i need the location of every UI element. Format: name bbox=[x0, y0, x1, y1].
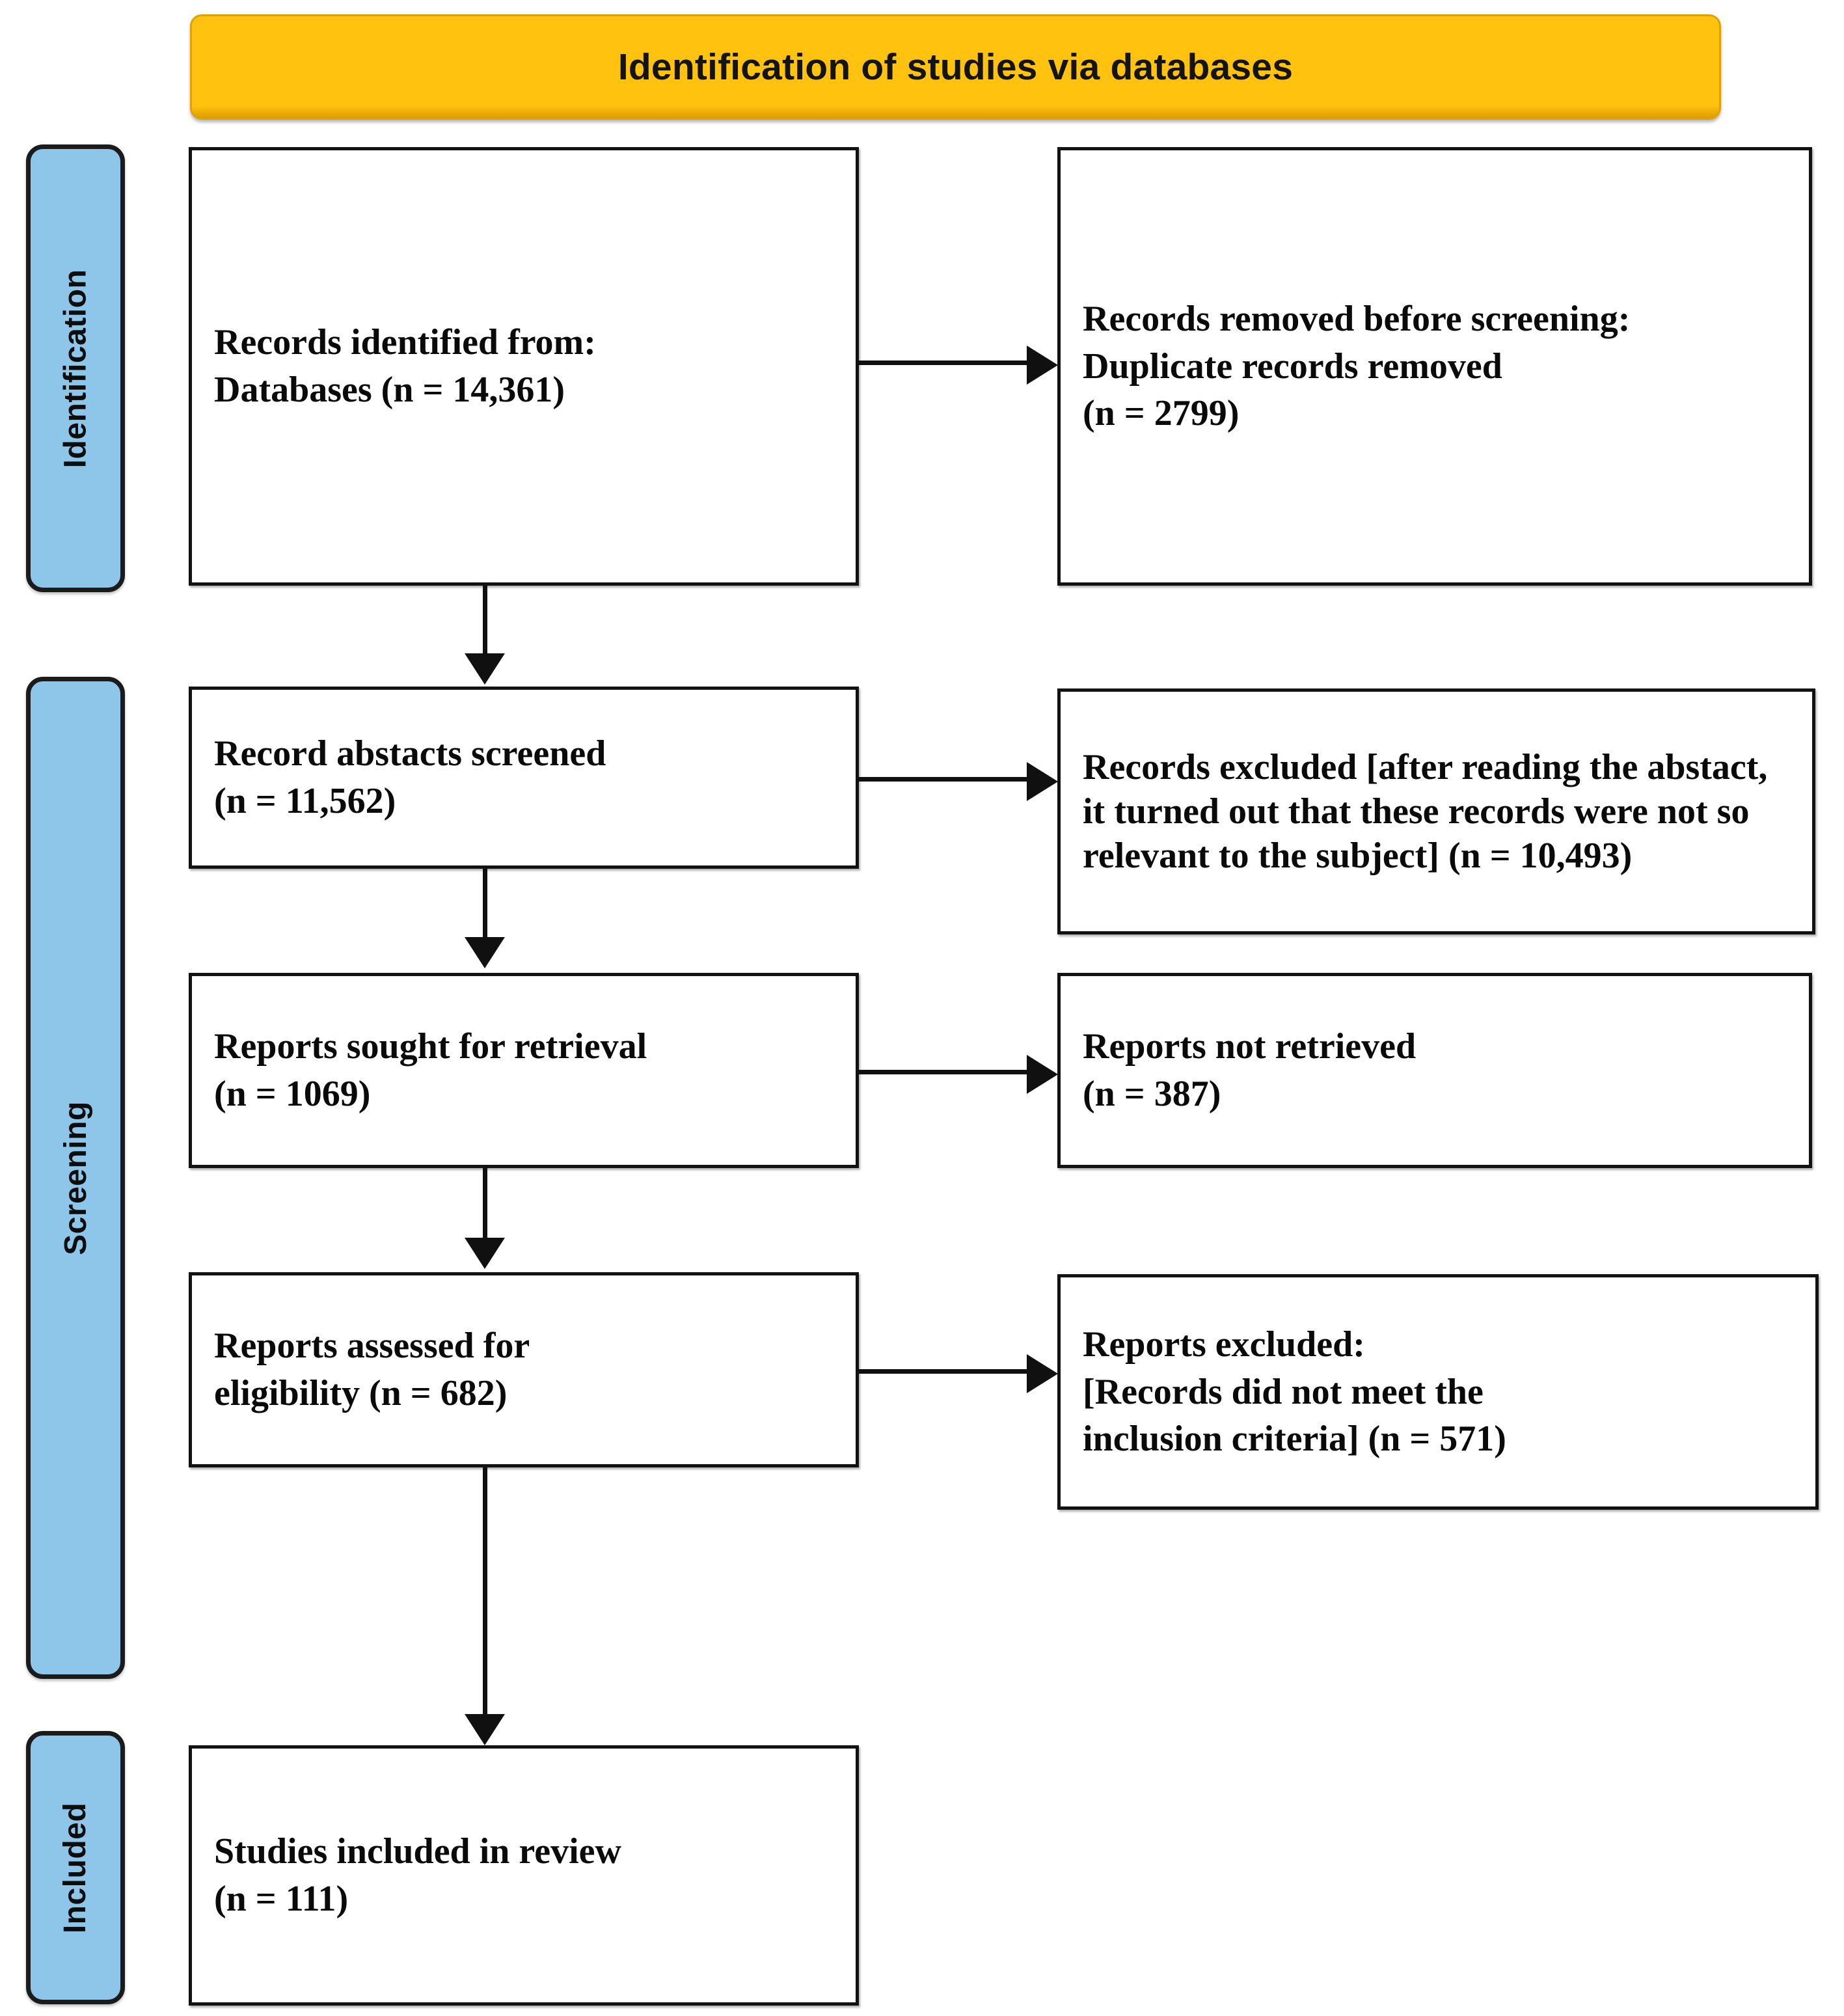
box-reports-not-retrieved-text: Reports not retrieved (n = 387) bbox=[1083, 1026, 1417, 1114]
box-abstracts-screened: Record abstacts screened (n = 11,562) bbox=[189, 687, 859, 869]
box-abstracts-screened-text: Record abstacts screened (n = 11,562) bbox=[214, 733, 606, 821]
stage-bar-screening-label: Screening bbox=[58, 1100, 93, 1255]
diagram-header-banner: Identification of studies via databases bbox=[190, 14, 1721, 120]
box-reports-assessed: Reports assessed for eligibility (n = 68… bbox=[189, 1272, 859, 1467]
arrow-sought-to-not-retrieved-line bbox=[859, 1070, 1029, 1074]
arrow-sought-to-not-retrieved-head bbox=[1027, 1055, 1058, 1094]
arrow-identified-to-removed-line bbox=[859, 361, 1029, 365]
arrow-screened-to-sought-line bbox=[483, 869, 487, 940]
arrow-identified-to-screened-line bbox=[483, 586, 487, 657]
stage-bar-screening: Screening bbox=[26, 677, 125, 1679]
arrow-screened-to-excluded-head bbox=[1027, 762, 1058, 801]
arrow-sought-to-assessed-line bbox=[483, 1168, 487, 1241]
arrow-identified-to-removed-head bbox=[1027, 346, 1058, 385]
stage-bar-identification-label: Identification bbox=[58, 269, 93, 468]
box-reports-excluded: Reports excluded: [Records did not meet … bbox=[1057, 1274, 1819, 1510]
arrow-assessed-to-included-head bbox=[465, 1714, 505, 1745]
box-records-removed-before-screening-text: Records removed before screening: Duplic… bbox=[1083, 298, 1631, 434]
box-studies-included-text: Studies included in review (n = 111) bbox=[214, 1831, 621, 1919]
box-records-identified-text: Records identified from: Databases (n = … bbox=[214, 322, 596, 410]
stage-bar-included-label: Included bbox=[58, 1802, 93, 1933]
arrow-assessed-to-excluded-head bbox=[1027, 1354, 1058, 1393]
diagram-header-label: Identification of studies via databases bbox=[617, 46, 1294, 88]
stage-bar-identification: Identification bbox=[26, 144, 125, 592]
arrow-screened-to-sought-head bbox=[465, 937, 505, 968]
box-records-excluded-text: Records excluded [after reading the abst… bbox=[1083, 746, 1768, 877]
box-records-identified: Records identified from: Databases (n = … bbox=[189, 147, 859, 586]
arrow-assessed-to-included-line bbox=[483, 1467, 487, 1717]
box-reports-excluded-text: Reports excluded: [Records did not meet … bbox=[1083, 1324, 1506, 1460]
box-reports-sought-text: Reports sought for retrieval (n = 1069) bbox=[214, 1026, 647, 1114]
box-reports-sought: Reports sought for retrieval (n = 1069) bbox=[189, 973, 859, 1168]
box-studies-included: Studies included in review (n = 111) bbox=[189, 1745, 859, 2006]
box-reports-assessed-text: Reports assessed for eligibility (n = 68… bbox=[214, 1326, 530, 1413]
stage-bar-included: Included bbox=[26, 1731, 125, 2004]
arrow-assessed-to-excluded-line bbox=[859, 1369, 1029, 1374]
arrow-sought-to-assessed-head bbox=[465, 1238, 505, 1269]
arrow-screened-to-excluded-line bbox=[859, 777, 1029, 782]
box-records-removed-before-screening: Records removed before screening: Duplic… bbox=[1057, 147, 1812, 586]
box-reports-not-retrieved: Reports not retrieved (n = 387) bbox=[1057, 973, 1812, 1168]
arrow-identified-to-screened-head bbox=[465, 653, 505, 685]
box-records-excluded: Records excluded [after reading the abst… bbox=[1057, 688, 1815, 934]
